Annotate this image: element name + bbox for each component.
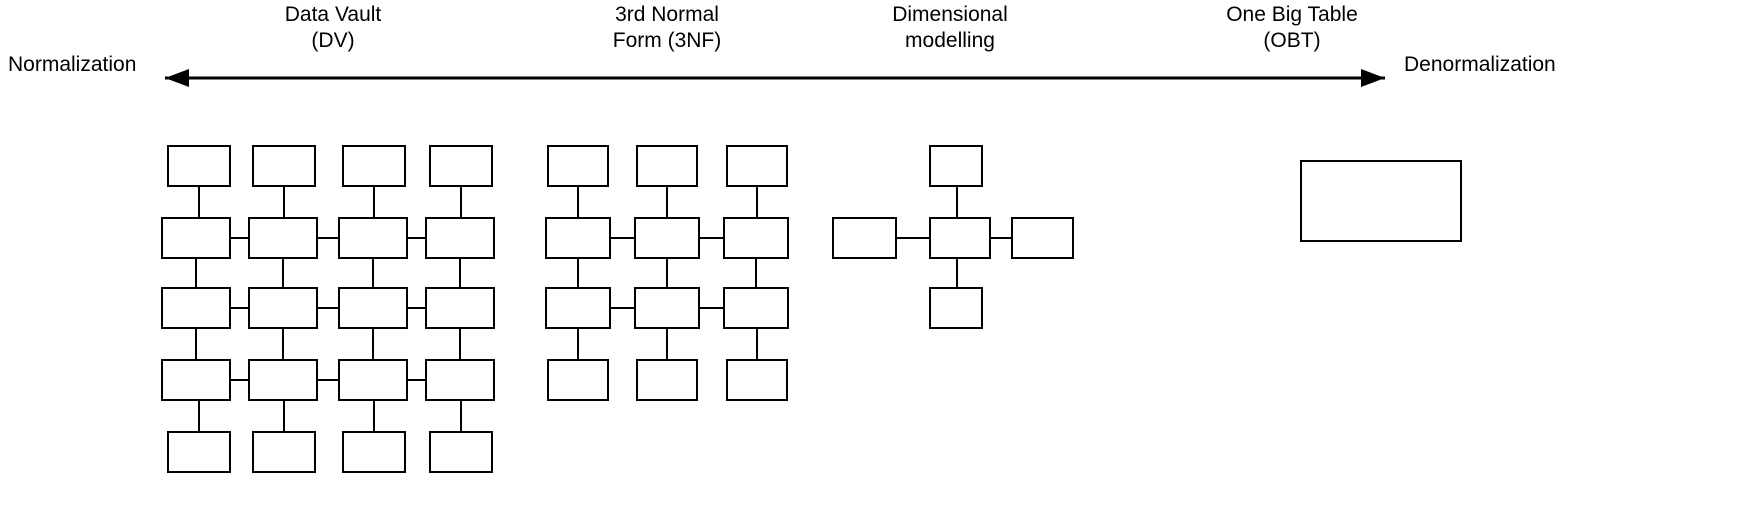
third-normal-form-table-box <box>547 145 609 187</box>
third-normal-form-table-box <box>726 359 788 401</box>
data-vault-table-box <box>338 359 408 401</box>
third-normal-form-table-box <box>634 287 700 329</box>
third-normal-form-table-box <box>723 287 789 329</box>
data-vault-table-box <box>167 431 231 473</box>
data-vault-table-box <box>338 217 408 259</box>
arrow-right-icon <box>1361 69 1385 87</box>
third-normal-form-table-box <box>636 145 698 187</box>
dimensional-dimension-top <box>929 145 983 187</box>
stage-label-one-big-table: One Big Table (OBT) <box>1226 3 1358 52</box>
third-normal-form-table-box <box>547 359 609 401</box>
data-vault-table-box <box>425 359 495 401</box>
data-vault-table-box <box>161 217 231 259</box>
dimensional-dimension-bottom <box>929 287 983 329</box>
axis-label-normalization: Normalization <box>8 53 137 76</box>
dimensional-model-group <box>832 145 1074 329</box>
data-vault-table-box <box>429 431 493 473</box>
data-vault-table-box <box>161 359 231 401</box>
third-normal-form-table-box <box>634 217 700 259</box>
dimensional-dimension-right <box>1011 217 1074 259</box>
stage-label-third-normal-form: 3rd Normal Form (3NF) <box>612 3 722 52</box>
stage-label-data-vault: Data Vault (DV) <box>284 3 382 52</box>
data-vault-table-box <box>425 217 495 259</box>
third-normal-form-model-group <box>545 145 789 401</box>
third-normal-form-table-box <box>636 359 698 401</box>
data-vault-table-box <box>338 287 408 329</box>
data-vault-table-box <box>248 217 318 259</box>
data-vault-table-box <box>429 145 493 187</box>
third-normal-form-table-box <box>545 287 611 329</box>
stage-label-dimensional-modelling: Dimensional modelling <box>892 3 1008 52</box>
data-vault-table-box <box>248 287 318 329</box>
data-vault-table-box <box>342 145 406 187</box>
third-normal-form-table-box <box>726 145 788 187</box>
normalization-axis <box>165 69 1385 87</box>
data-vault-table-box <box>248 359 318 401</box>
third-normal-form-table-box <box>723 217 789 259</box>
dimensional-fact-center <box>929 217 991 259</box>
data-vault-table-box <box>161 287 231 329</box>
data-vault-table-box <box>342 431 406 473</box>
data-vault-table-box <box>425 287 495 329</box>
one-big-table-box <box>1300 160 1462 242</box>
data-vault-table-box <box>167 145 231 187</box>
dimensional-dimension-left <box>832 217 897 259</box>
one-big-table-model-group <box>1300 160 1462 242</box>
arrow-left-icon <box>165 69 189 87</box>
third-normal-form-table-box <box>545 217 611 259</box>
axis-label-denormalization: Denormalization <box>1404 53 1556 76</box>
data-vault-table-box <box>252 145 316 187</box>
data-vault-model-group <box>161 145 495 473</box>
data-vault-table-box <box>252 431 316 473</box>
